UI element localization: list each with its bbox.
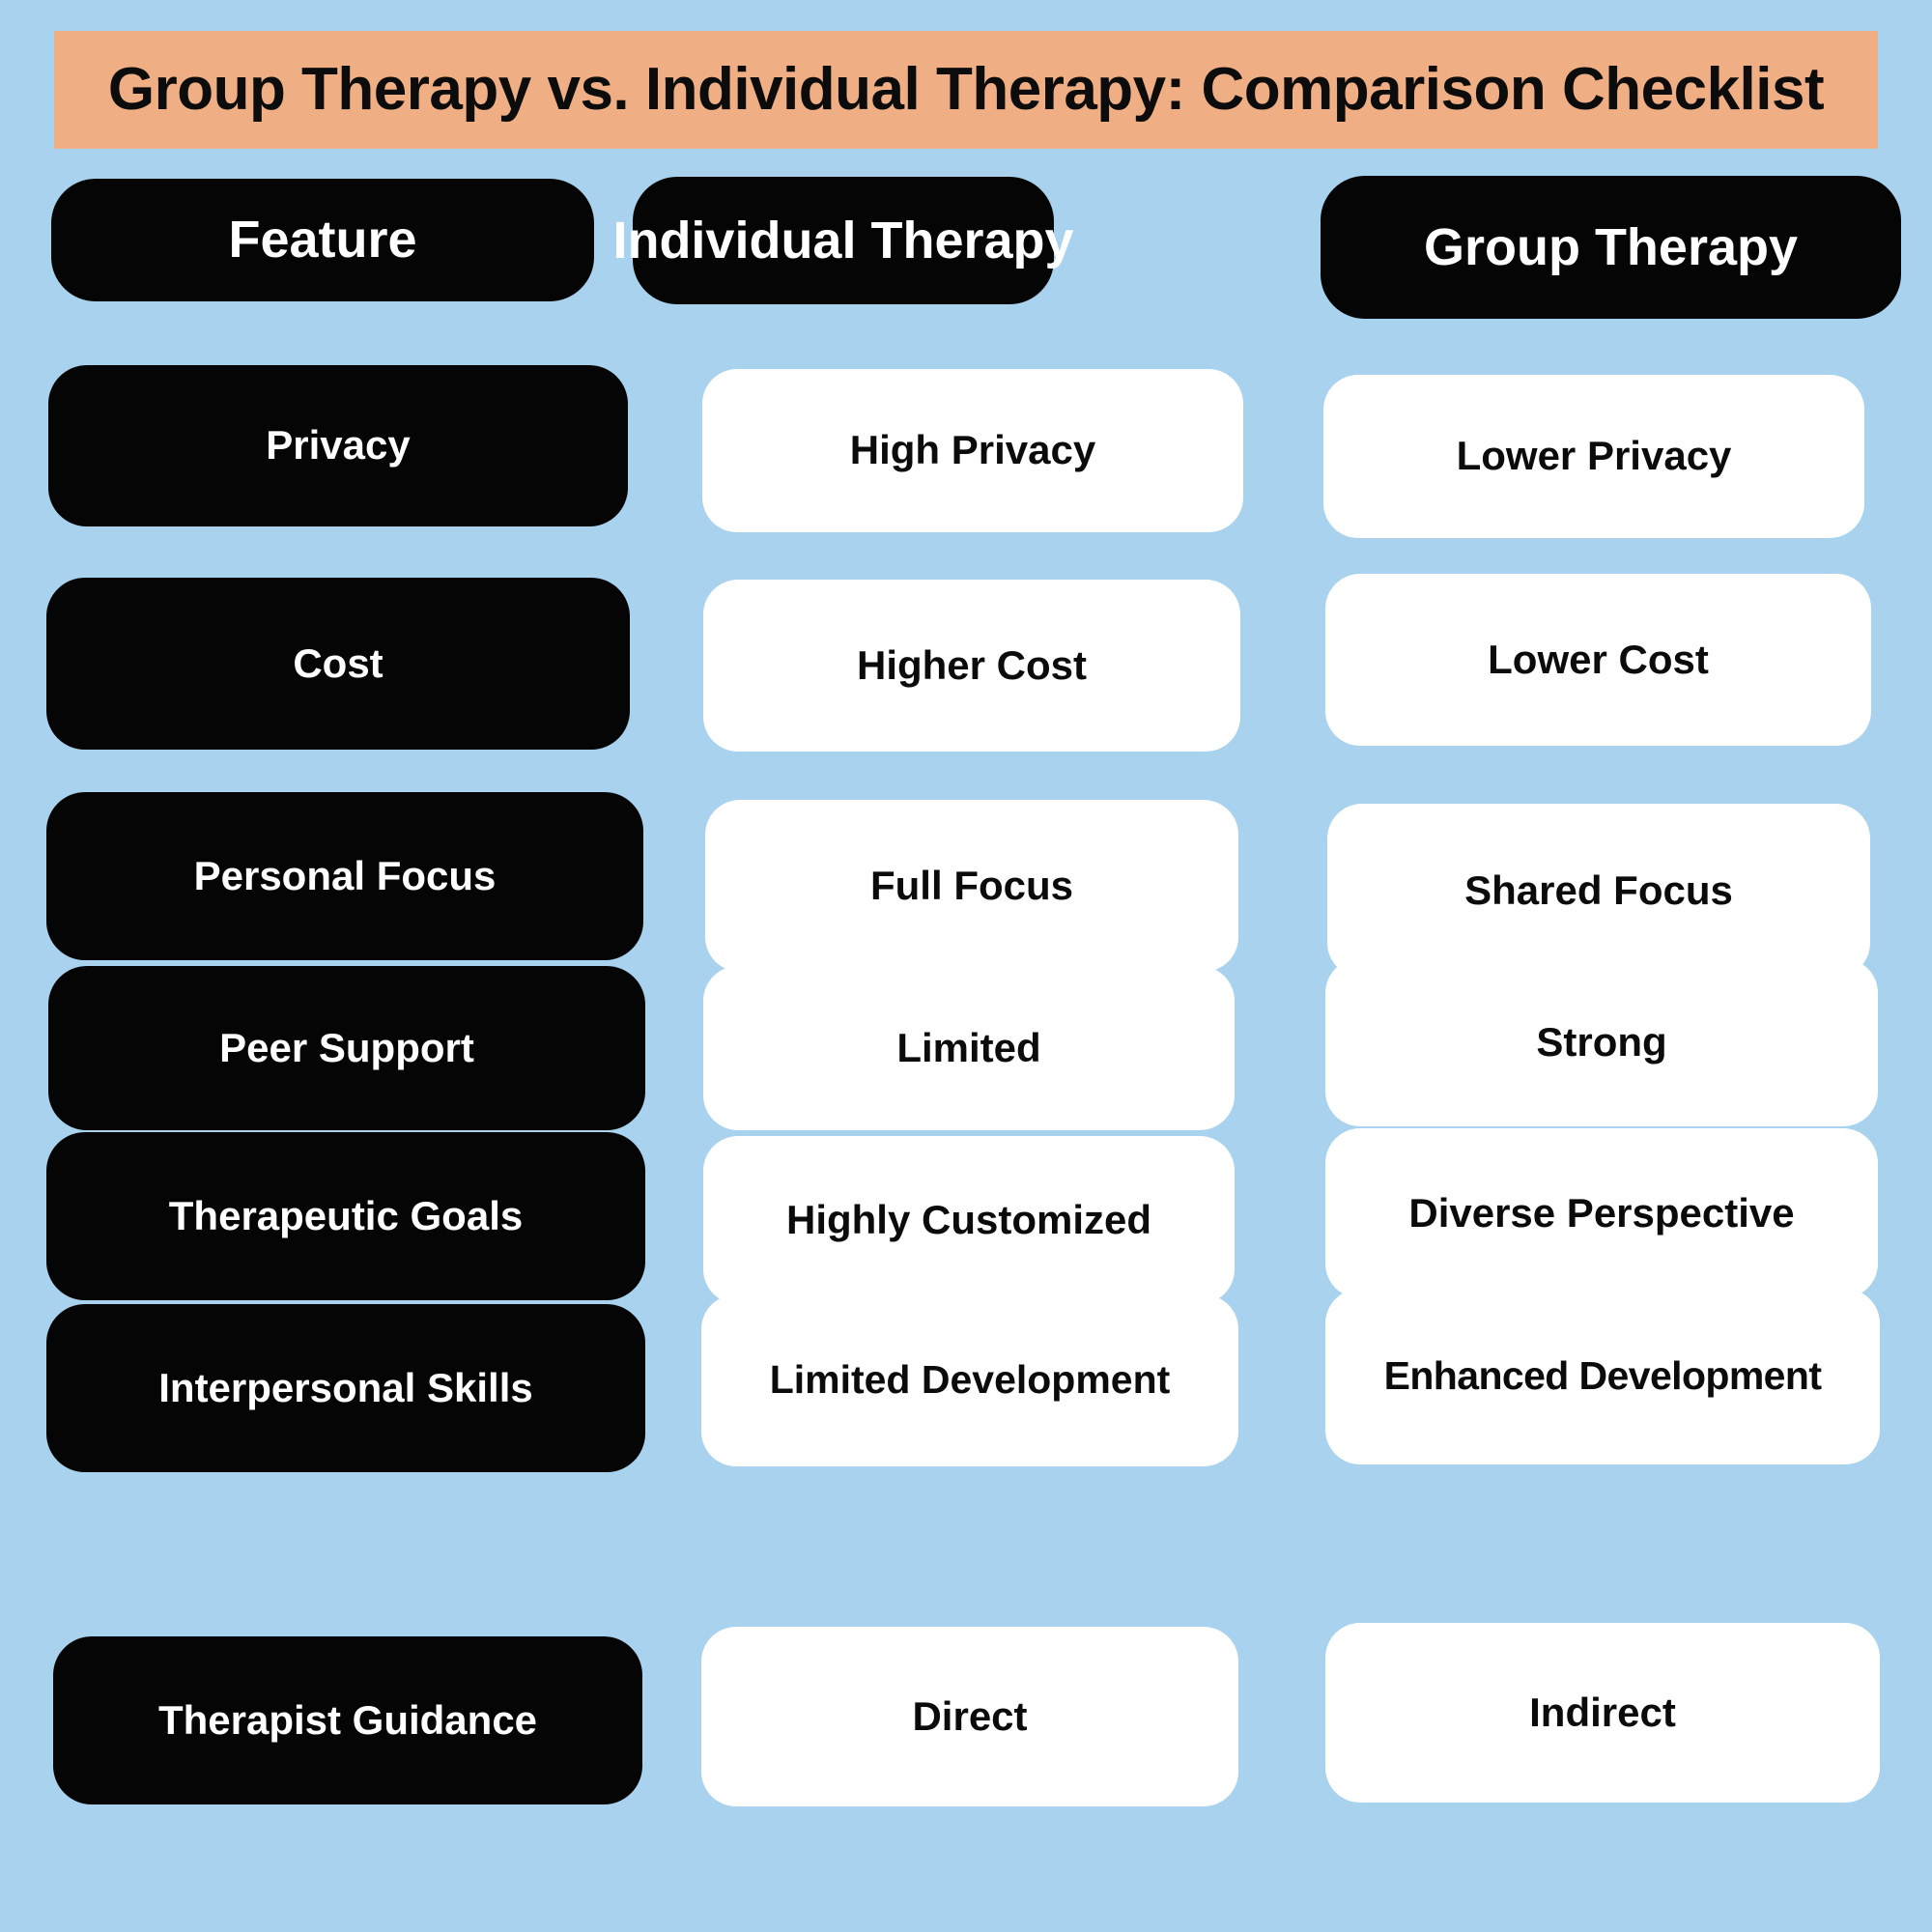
feature-label: Peer Support xyxy=(219,1024,474,1070)
feature-cell: Interpersonal Skills xyxy=(46,1304,645,1472)
feature-label: Therapist Guidance xyxy=(157,1696,538,1743)
individual-value-cell: Limited xyxy=(703,966,1235,1130)
group-value-cell: Enhanced Development xyxy=(1325,1289,1880,1464)
individual-value-cell: Limited Development xyxy=(701,1294,1238,1466)
feature-label: Privacy xyxy=(266,422,411,469)
column-header-feature-label: Feature xyxy=(228,211,417,270)
individual-value-label: Direct xyxy=(912,1692,1028,1739)
column-header-individual-therapy: Individual Therapy xyxy=(612,177,1074,304)
column-header-group-therapy: Group Therapy xyxy=(1321,176,1901,319)
feature-cell: Privacy xyxy=(48,365,628,526)
group-value-label: Strong xyxy=(1536,1018,1667,1065)
individual-value-cell: High Privacy xyxy=(702,369,1243,532)
title-banner: Group Therapy vs. Individual Therapy: Co… xyxy=(54,31,1878,149)
feature-label: Personal Focus xyxy=(193,852,497,898)
group-value-cell: Diverse Perspective xyxy=(1325,1128,1878,1298)
feature-label: Therapeutic Goals xyxy=(168,1192,524,1238)
feature-cell: Therapeutic Goals xyxy=(46,1132,645,1300)
individual-value-cell: Highly Customized xyxy=(703,1136,1235,1304)
group-value-label: Shared Focus xyxy=(1464,867,1733,913)
group-value-label: Diverse Perspective xyxy=(1408,1189,1795,1236)
feature-cell: Cost xyxy=(46,578,630,750)
group-value-cell: Strong xyxy=(1325,958,1878,1126)
column-header-feature: Feature xyxy=(51,179,594,301)
individual-value-label: High Privacy xyxy=(849,427,1096,473)
individual-value-label: Higher Cost xyxy=(856,641,1087,688)
group-value-label: Indirect xyxy=(1529,1689,1676,1735)
group-value-cell: Shared Focus xyxy=(1327,804,1870,978)
feature-label: Interpersonal Skills xyxy=(158,1364,533,1410)
group-value-label: Lower Cost xyxy=(1488,636,1709,682)
individual-value-label: Limited Development xyxy=(769,1357,1171,1403)
individual-value-label: Highly Customized xyxy=(785,1196,1152,1242)
feature-label: Cost xyxy=(293,639,384,686)
individual-value-cell: Full Focus xyxy=(705,800,1238,972)
individual-value-cell: Direct xyxy=(701,1627,1238,1806)
individual-value-label: Full Focus xyxy=(870,862,1073,908)
column-header-individual-therapy-label: Individual Therapy xyxy=(612,211,1074,270)
group-value-cell: Indirect xyxy=(1325,1623,1880,1803)
group-value-cell: Lower Privacy xyxy=(1323,375,1864,538)
column-header-group-therapy-label: Group Therapy xyxy=(1423,217,1799,276)
page-title: Group Therapy vs. Individual Therapy: Co… xyxy=(107,56,1825,123)
group-value-label: Lower Privacy xyxy=(1456,433,1732,479)
individual-value-cell: Higher Cost xyxy=(703,580,1240,752)
feature-cell: Peer Support xyxy=(48,966,645,1130)
group-value-cell: Lower Cost xyxy=(1325,574,1871,746)
individual-value-label: Limited xyxy=(896,1024,1041,1070)
group-value-label: Enhanced Development xyxy=(1383,1353,1822,1399)
feature-cell: Therapist Guidance xyxy=(53,1636,642,1804)
feature-cell: Personal Focus xyxy=(46,792,643,960)
